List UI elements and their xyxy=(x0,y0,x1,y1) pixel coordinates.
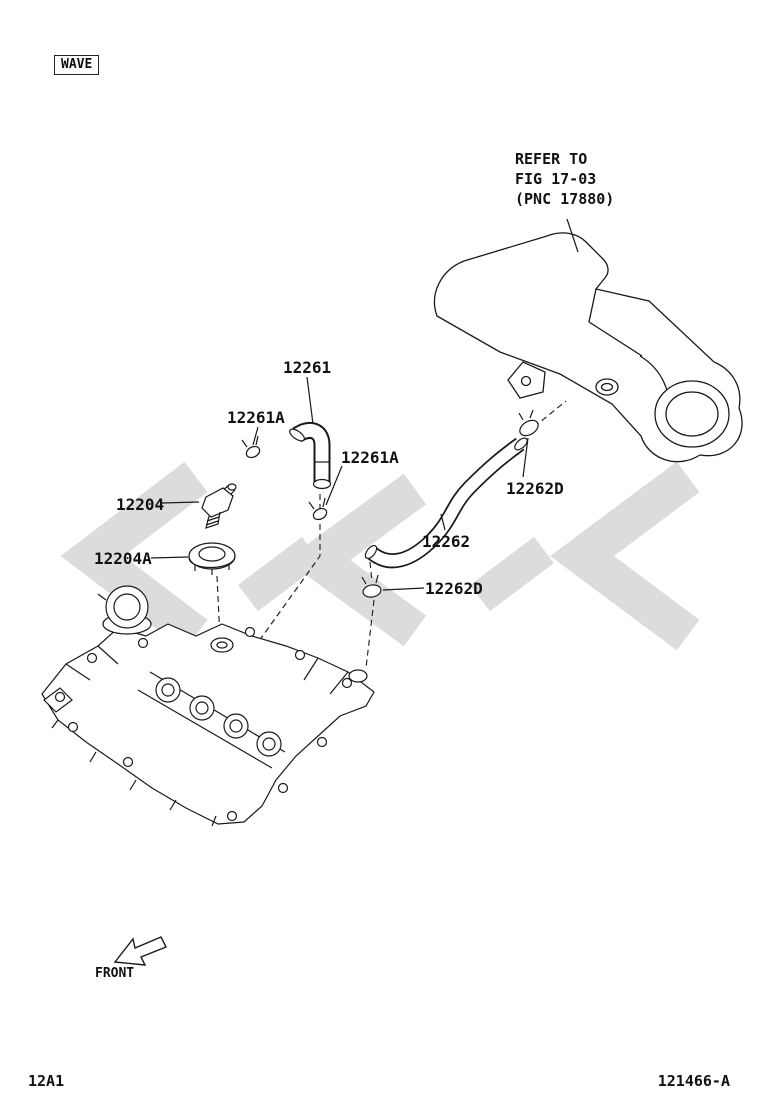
vent-port xyxy=(348,669,368,683)
part-label-12261a-left[interactable]: 12261A xyxy=(227,408,285,427)
wave-tag: WAVE xyxy=(54,55,100,75)
front-arrow-icon xyxy=(113,936,167,966)
clamp-12262d-upper-drawing xyxy=(518,409,539,437)
clamp-12262d-lower-drawing xyxy=(361,574,382,598)
figure-code: 12A1 xyxy=(28,1072,65,1090)
air-cleaner-drawing xyxy=(433,232,743,463)
refer-note: REFER TO FIG 17-03 (PNC 17880) xyxy=(515,150,614,209)
part-label-12204a[interactable]: 12204A xyxy=(94,549,152,568)
leader-lines xyxy=(150,218,579,591)
part-label-12261[interactable]: 12261 xyxy=(283,358,332,377)
part-label-12262d-lower[interactable]: 12262D xyxy=(425,579,483,598)
clamp-12261a-right-drawing xyxy=(308,497,328,521)
watermark-bars xyxy=(238,537,554,611)
refer-note-line1: REFER TO xyxy=(515,150,588,168)
refer-note-line3: (PNC 17880) xyxy=(515,189,615,208)
ventilation-hose-12262-drawing xyxy=(364,437,528,569)
cylinder-head-cover-drawing xyxy=(41,585,375,827)
figure-number: 121466-A xyxy=(657,1072,730,1090)
refer-note-line2: FIG 17-03 xyxy=(515,169,597,188)
part-label-12262d-upper[interactable]: 12262D xyxy=(506,479,564,498)
clamp-12261a-left-drawing xyxy=(241,435,261,459)
part-label-12262[interactable]: 12262 xyxy=(422,532,471,551)
grommet-12204a-drawing xyxy=(188,542,236,575)
ventilation-hose-12261-drawing xyxy=(289,422,332,490)
part-label-12261a-right[interactable]: 12261A xyxy=(341,448,399,467)
part-label-12204[interactable]: 12204 xyxy=(116,495,165,514)
pcv-valve-12204-drawing xyxy=(201,483,237,529)
front-label: FRONT xyxy=(95,966,135,981)
